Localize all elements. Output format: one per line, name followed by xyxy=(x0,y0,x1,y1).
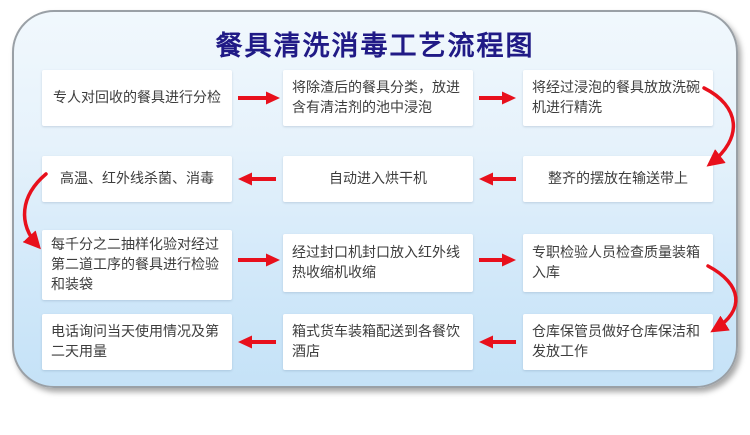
diagram-title: 餐具清洗消毒工艺流程图 xyxy=(215,31,535,62)
flow-step-12: 电话询问当天使用情况及第二天用量 xyxy=(42,314,232,370)
flowchart-panel: 餐具清洗消毒工艺流程图 专人对回收的餐具进行分检 将除渣后的餐具分类，放进含有清… xyxy=(12,10,738,388)
flow-step-6: 高温、红外线杀菌、消毒 xyxy=(42,156,232,202)
arrow-step10-step11-icon xyxy=(479,335,516,349)
arrow-step7-step8-icon xyxy=(238,253,280,267)
arrow-step5-step6-icon xyxy=(238,172,276,186)
arrow-step4-step5-icon xyxy=(479,172,516,186)
flow-step-4: 整齐的摆放在输送带上 xyxy=(523,156,713,202)
flow-step-2: 将除渣后的餐具分类，放进含有清洁剂的池中浸泡 xyxy=(283,70,473,126)
arrow-step1-step2-icon xyxy=(238,91,280,105)
flow-step-1: 专人对回收的餐具进行分检 xyxy=(42,70,232,126)
arrow-step2-step3-icon xyxy=(479,91,516,105)
flow-step-11: 箱式货车装箱配送到各餐饮酒店 xyxy=(283,314,473,370)
flow-step-5: 自动进入烘干机 xyxy=(283,156,473,202)
flow-step-10: 仓库保管员做好仓库保洁和发放工作 xyxy=(523,314,713,370)
flow-step-8: 经过封口机封口放入红外线热收缩机收缩 xyxy=(283,234,473,292)
flow-step-7: 每千分之二抽样化验对经过第二道工序的餐具进行检验和装袋 xyxy=(42,230,232,300)
flow-step-3: 将经过浸泡的餐具放放洗碗机进行精洗 xyxy=(523,70,713,126)
arrow-step11-step12-icon xyxy=(238,335,276,349)
flow-step-9: 专职检验人员检查质量装箱入库 xyxy=(523,234,713,292)
arrow-step8-step9-icon xyxy=(479,253,516,267)
